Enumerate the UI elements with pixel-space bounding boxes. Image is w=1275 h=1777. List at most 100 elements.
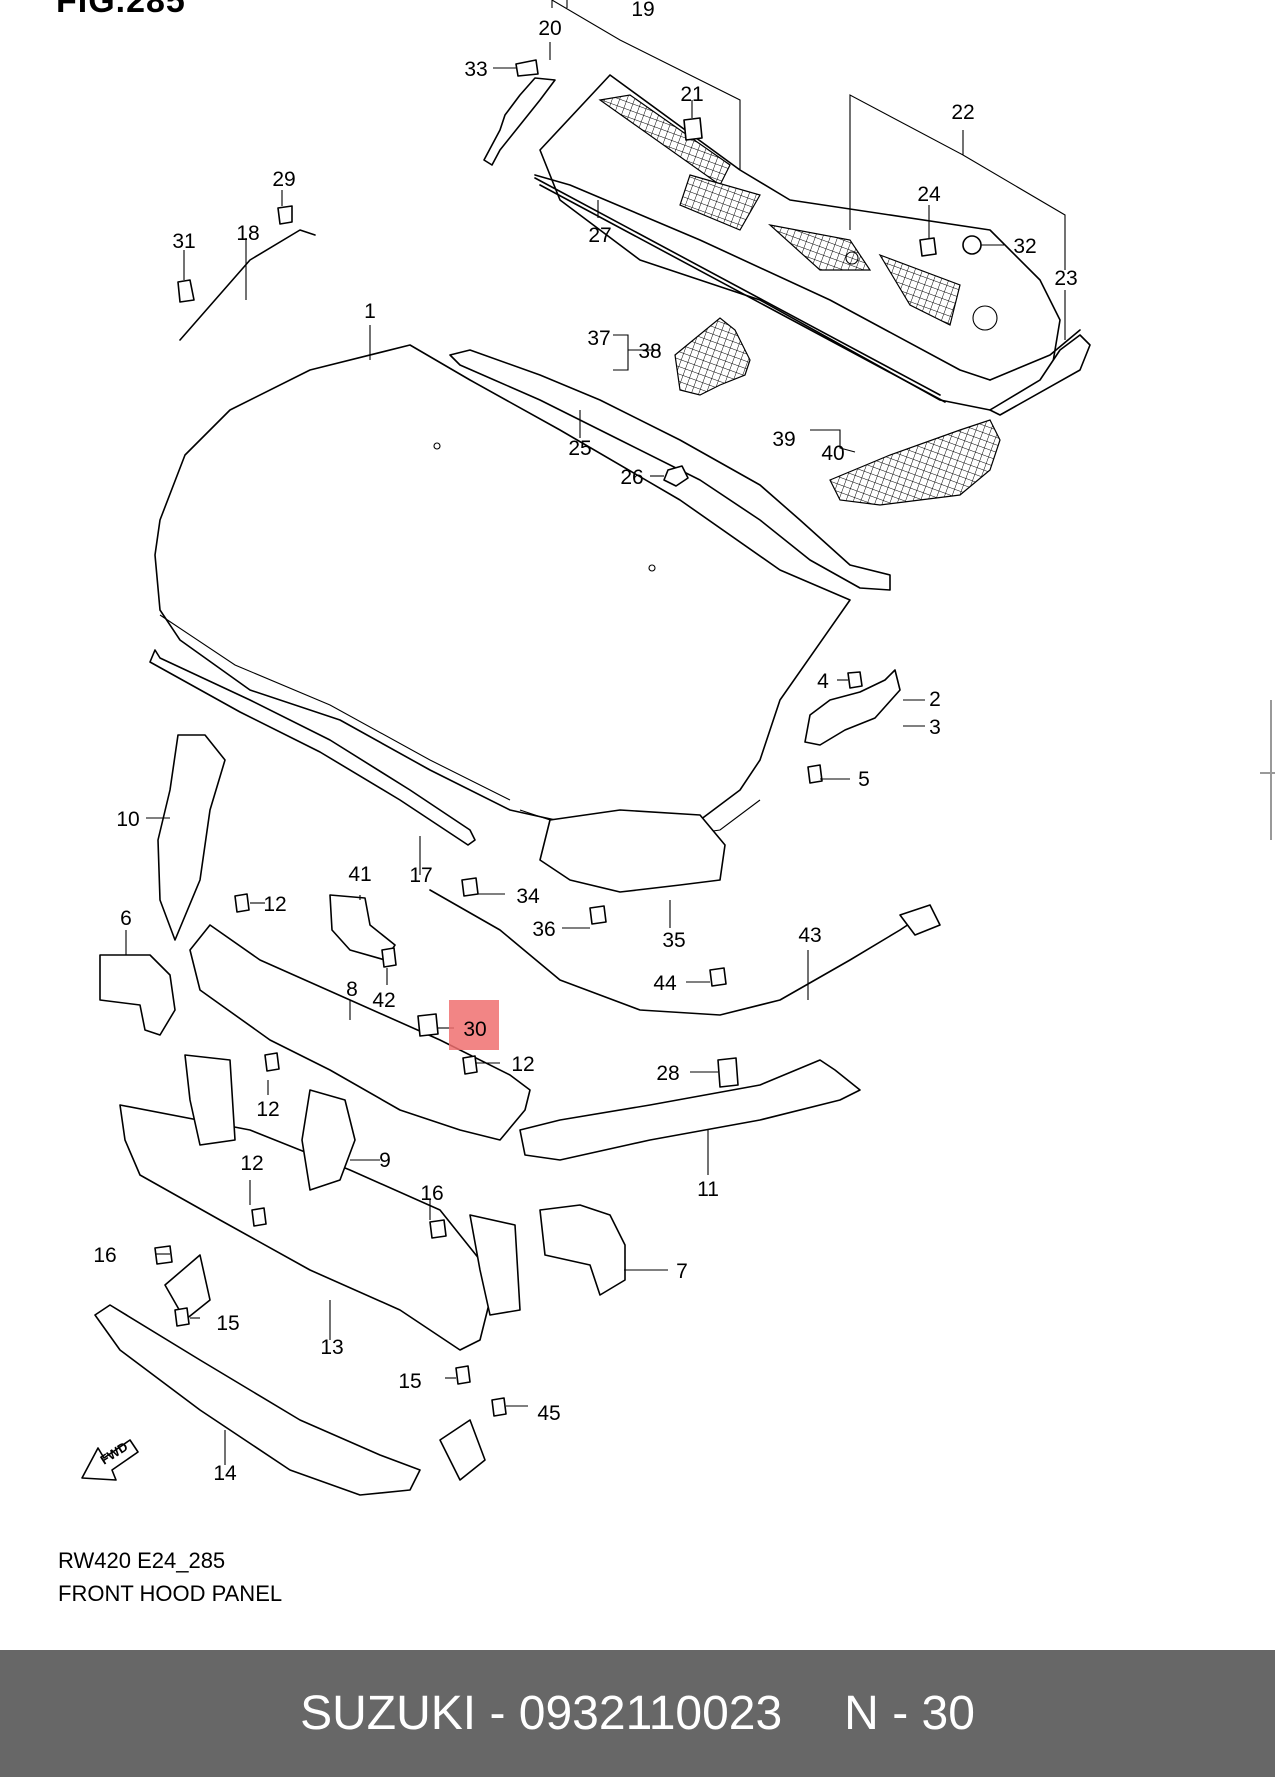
hood-stay-rod (179, 229, 316, 341)
cowl-top-panel (534, 74, 1081, 411)
callout-22: 22 (951, 101, 974, 124)
callout-32: 32 (1013, 235, 1036, 258)
bolt-12-c (462, 1055, 478, 1075)
ref-number: 30 (921, 1687, 975, 1740)
hood-panel (154, 344, 851, 893)
hood-release-cable (429, 889, 931, 1016)
callout-1: 1 (364, 300, 376, 323)
callout-10: 10 (116, 808, 139, 831)
cowl-weatherstrip (534, 177, 941, 396)
callout-45: 45 (537, 1402, 560, 1425)
stay-grommet-31 (177, 279, 195, 303)
nut-16-a (154, 1245, 173, 1265)
callout-31: 31 (172, 230, 195, 253)
callout-20: 20 (538, 17, 561, 40)
ref-prefix: N (844, 1687, 879, 1740)
part-number: 0932110023 (518, 1687, 783, 1740)
callout-3: 3 (929, 716, 941, 739)
callout-6: 6 (120, 907, 132, 930)
callout-28: 28 (656, 1062, 679, 1085)
clip-44 (709, 967, 727, 987)
callout-35: 35 (662, 929, 685, 952)
lower-bracket-right (439, 1419, 486, 1481)
callout-41: 41 (348, 863, 371, 886)
callout-8: 8 (346, 978, 358, 1001)
nut-26 (663, 465, 689, 487)
callout-highlight (449, 1000, 499, 1050)
clip-24 (919, 237, 937, 257)
beam-bracket-right (469, 1214, 521, 1316)
bracket-6 (99, 954, 176, 1036)
bumper-reinforcement-13 (119, 1104, 491, 1351)
bolt-12-d (251, 1207, 267, 1227)
upper-member-11 (519, 1059, 861, 1161)
callout-5: 5 (858, 768, 870, 791)
clip-34 (461, 877, 479, 897)
upper-support-member-8 (189, 924, 531, 1141)
callout-12-d: 12 (240, 1152, 263, 1175)
fwd-arrow: FWD (81, 1439, 139, 1481)
callout-43: 43 (798, 924, 821, 947)
callout-38: 38 (638, 340, 661, 363)
callout-19: 19 (631, 0, 654, 21)
callout-13: 13 (320, 1336, 343, 1359)
clip-33 (515, 59, 539, 77)
cowl-grille-37 (674, 317, 751, 396)
callout-40: 40 (821, 442, 844, 465)
beam-bracket-left (184, 1054, 236, 1146)
callout-12-c: 12 (511, 1053, 534, 1076)
bolt-15-b (455, 1365, 471, 1385)
callout-27: 27 (588, 224, 611, 247)
stay-holder-29 (277, 205, 293, 225)
callout-42: 42 (372, 989, 395, 1012)
bolt-5 (807, 764, 823, 784)
callout-16-a: 16 (93, 1244, 116, 1267)
callout-14: 14 (213, 1462, 237, 1485)
cowl-weatherstrip-edge (539, 184, 946, 403)
callout-12-b: 12 (256, 1098, 279, 1121)
callout-16-b: 16 (420, 1182, 443, 1205)
hood-bumper-30 (417, 1013, 439, 1037)
cowl-side-bracket (989, 334, 1091, 416)
bracket-9 (301, 1089, 356, 1191)
callout-37: 37 (587, 327, 610, 350)
diagram-name: FRONT HOOD PANEL (58, 1581, 283, 1606)
callout-7: 7 (676, 1260, 688, 1283)
hood-rear-seal (449, 349, 891, 591)
callout-21: 21 (680, 83, 703, 106)
callout-12-a: 12 (263, 893, 286, 916)
callout-2: 2 (929, 688, 941, 711)
callout-34: 34 (516, 885, 540, 908)
callout-15-a: 15 (216, 1312, 239, 1335)
callout-11: 11 (697, 1178, 719, 1201)
bracket-7 (539, 1204, 626, 1296)
side-member-10 (157, 734, 226, 941)
callout-23: 23 (1054, 267, 1077, 290)
callout-4: 4 (817, 670, 829, 693)
brand-name: SUZUKI (300, 1687, 477, 1740)
exploded-parts-diagram: FWD (81, 0, 1091, 1496)
callout-labels: 1 2 3 4 5 6 7 8 9 10 11 12 12 12 12 13 1… (93, 0, 1077, 1485)
bolt-42 (381, 947, 397, 968)
callout-15-b: 15 (398, 1370, 421, 1393)
clip-32 (962, 235, 982, 255)
callout-9: 9 (379, 1149, 391, 1172)
callout-24: 24 (917, 183, 941, 206)
figure-title: FIG.285 (56, 0, 186, 20)
callout-39: 39 (772, 428, 795, 451)
bolt-45 (491, 1397, 507, 1417)
cowl-grille-39 (829, 419, 1001, 506)
lower-reinforcement-14 (94, 1304, 421, 1496)
callout-44: 44 (653, 972, 677, 995)
callout-36: 36 (532, 918, 555, 941)
bolt-4 (847, 671, 863, 689)
nut-16-b (429, 1219, 447, 1239)
leader-lines (125, 0, 1066, 1465)
callout-29: 29 (272, 168, 295, 191)
callout-33: 33 (464, 58, 487, 81)
clip-36 (589, 905, 607, 925)
bolt-15-a (174, 1307, 190, 1327)
diagram-caption: RW420 E24_285 FRONT HOOD PANEL (58, 1544, 282, 1610)
callout-26: 26 (620, 466, 643, 489)
